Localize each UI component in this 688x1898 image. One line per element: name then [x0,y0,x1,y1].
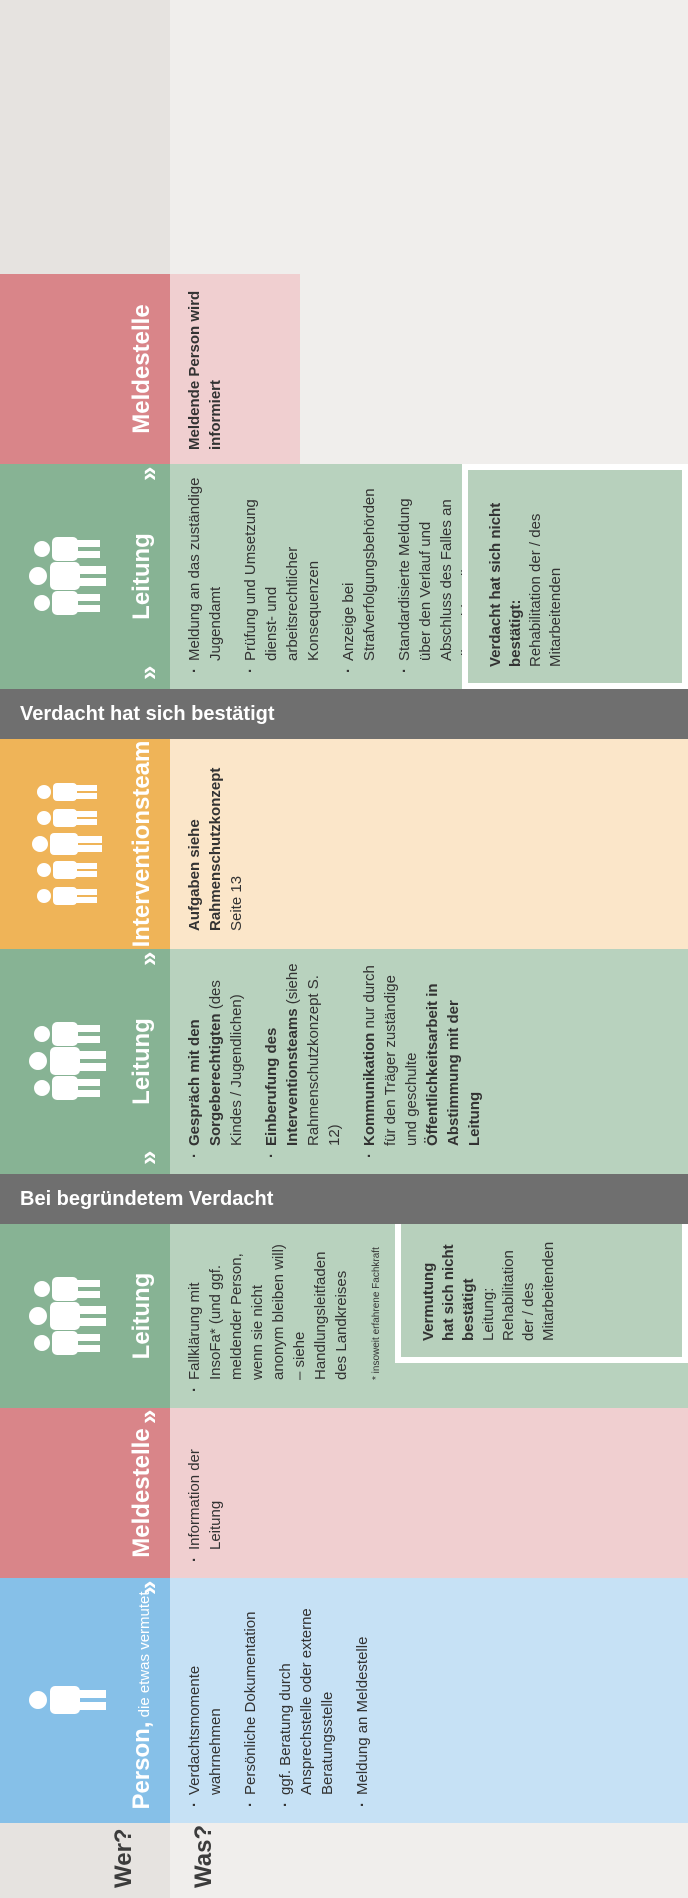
chevron-right-icon: » [133,1150,163,1165]
list-item: Kommunikation nur durch für den Träger z… [359,961,485,1162]
box-title: Verdacht hat sich nicht bestätigt: [487,502,524,667]
column-interventionsteam-body: Aufgaben siehe Rahmenschutzkonzept Seite… [170,739,688,949]
leitung-title-2: Leitung [128,1018,155,1105]
person-subtitle: die etwas vermutet [136,1591,153,1722]
column-interventionsteam-header: Interventionsteam [0,739,170,949]
interventionsteam-title: Interventionsteam [128,740,155,948]
list-item: Meldung an Meldestelle [352,1590,373,1811]
list-item: Gespräch mit den Sorgeberechtigten (des … [184,961,247,1162]
team-icon [18,739,108,949]
box-text: Rehabilitation der / des Mitarbeitenden [527,513,564,667]
not-confirmed-box-1: Vermutung hat sich nicht bestätigt Leitu… [395,1218,688,1363]
column-leitung-header-3: Leitung [0,464,170,689]
chevron-right-icon: » [133,1580,163,1595]
column-leitung-header: Leitung [0,1224,170,1408]
list-item: Verdachtsmomente wahrnehmen [184,1590,226,1811]
bar-verdacht-bestaetigt: Verdacht hat sich bestätigt [0,689,688,739]
meldestelle-title: Meldestelle [128,1428,155,1558]
list-item: ggf. Beratung durch Ansprechstelle oder … [275,1590,338,1811]
not-confirmed-box-2: Verdacht hat sich nicht bestätigt: Rehab… [462,464,688,689]
chevron-right-icon: » [133,1409,163,1424]
chevron-right-icon: » [133,466,163,481]
column-person-body: Verdachtsmomente wahrnehmen Persönliche … [170,1578,688,1823]
group-icon [18,1224,108,1408]
tasks-title: Aufgaben siehe Rahmenschutzkonzept [186,767,224,931]
column-meldestelle-header: Meldestelle [0,1408,170,1578]
list-item: Fallklärung mit InsoFa* (und ggf. melden… [184,1236,352,1396]
list-item: Anzeige bei Strafverfolgungsbehörden [338,477,380,677]
person-icon [18,1578,108,1823]
info-text: Meldende Person wird informiert [186,290,224,450]
leitung-title-1: Leitung [128,1272,155,1360]
bar-begruendeter-verdacht: Bei begründetem Verdacht [0,1174,688,1224]
column-person-header: Person, die etwas vermutet [0,1578,170,1823]
bar-text: Bei begründetem Verdacht [20,1188,274,1210]
leitung-title-3: Leitung [128,533,155,620]
group-icon [18,464,108,689]
what-label: Was? [190,1824,217,1888]
list-item: Information der Leitung [184,1420,226,1566]
chevron-right-icon: » [133,665,163,680]
column-meldestelle-body-2: Meldende Person wird informiert [170,274,300,464]
list-item: Einberufung des Interventionsteams (sieh… [261,961,345,1162]
column-meldestelle-header-2: Meldestelle [0,274,170,464]
meldestelle-title-2: Meldestelle [128,304,155,434]
person-title: Person, [128,1721,155,1810]
box-title: Vermutung hat sich nicht bestätigt [420,1244,477,1341]
footnote: * insoweit erfahrene Fachkraft [371,1247,382,1380]
tasks-page: Seite 13 [228,875,245,931]
chevron-right-icon: » [133,951,163,966]
list-item: Persönliche Dokumentation [240,1590,261,1811]
bar-text: Verdacht hat sich bestätigt [20,703,275,725]
column-leitung-header-2: Leitung [0,949,170,1174]
who-label: Wer? [110,1828,137,1888]
group-icon [18,949,108,1174]
list-item: Meldung an das zuständige Jugendamt [184,477,226,677]
column-meldestelle-body: Information der Leitung [170,1408,688,1578]
box-text: Leitung: Rehabilitation der / des Mitarb… [480,1241,557,1341]
column-leitung-body-2: Gespräch mit den Sorgeberechtigten (des … [170,949,688,1174]
list-item: Prüfung und Umsetzung dienst- und arbeit… [240,477,324,677]
